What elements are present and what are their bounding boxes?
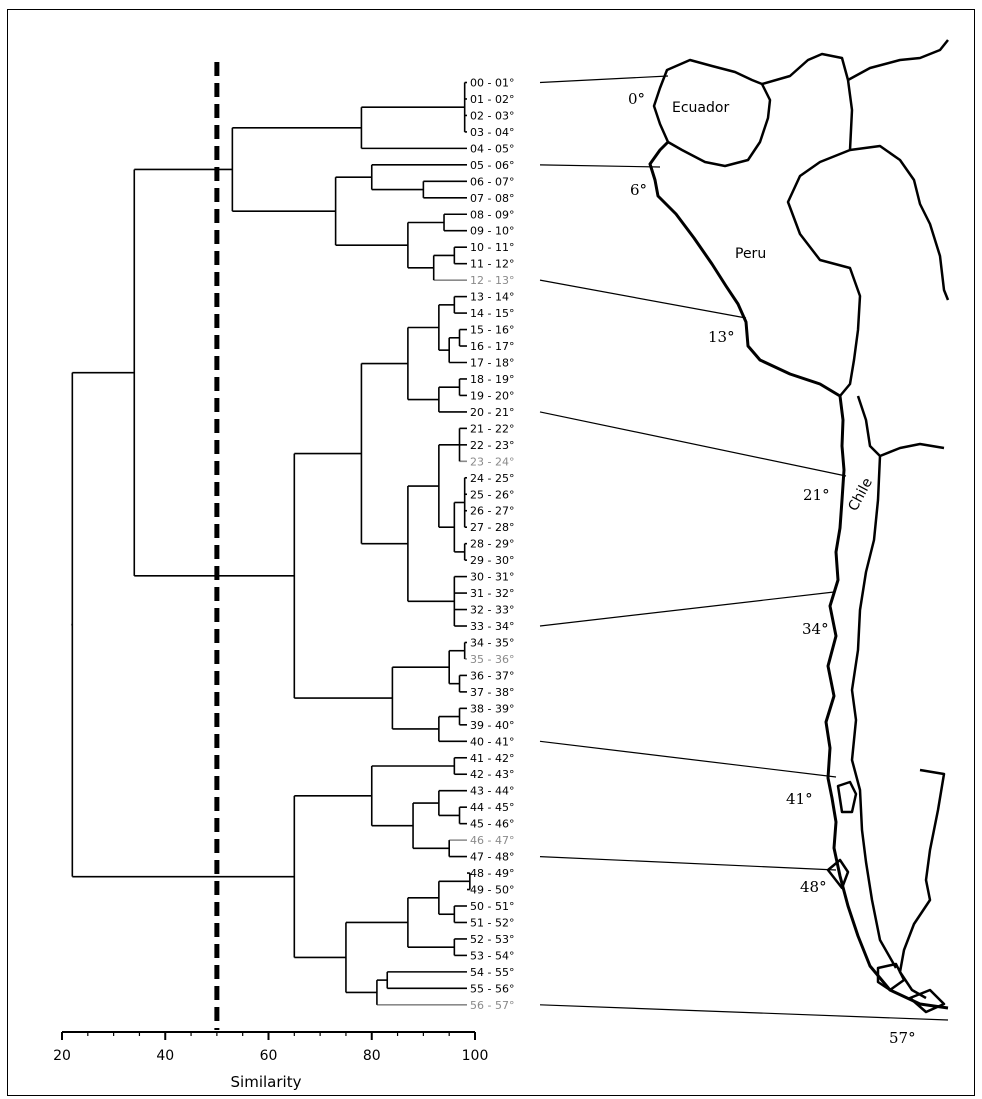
leaf-label: 47 - 48° (470, 851, 514, 864)
leaf-label: 16 - 17° (470, 340, 514, 353)
latitude-connector (539, 411, 847, 477)
leaf-label: 09 - 10° (470, 225, 514, 238)
leaf-label: 18 - 19° (470, 373, 514, 386)
leaf-label: 01 - 02° (470, 93, 514, 106)
leaf-label: 27 - 28° (470, 521, 514, 534)
leaf-label: 55 - 56° (470, 982, 514, 995)
latitude-connector (539, 1004, 949, 1021)
leaf-label: 21 - 22° (470, 422, 514, 435)
leaf-label: 23 - 24° (470, 455, 514, 468)
latitude-connector (539, 164, 661, 168)
leaf-label: 30 - 31° (470, 571, 514, 584)
figure-frame (7, 9, 975, 1096)
leaf-label: 10 - 11° (470, 241, 514, 254)
leaf-labels: 00 - 01° 01 - 02° 02 - 03° 03 - 04° 04 - 05°… (470, 77, 514, 1012)
leaf-label: 13 - 14° (470, 291, 514, 304)
latitude-label: 41° (786, 790, 813, 808)
leaf-label: 53 - 54° (470, 949, 514, 962)
leaf-label: 37 - 38° (470, 686, 514, 699)
leaf-label: 28 - 29° (470, 538, 514, 551)
leaf-label: 35 - 36° (470, 653, 514, 666)
leaf-label: 50 - 51° (470, 900, 514, 913)
country-label-ecuador: Ecuador (672, 100, 729, 116)
pacific-coastline (648, 140, 949, 1010)
southern-islands (826, 858, 946, 1014)
leaf-label: 32 - 33° (470, 604, 514, 617)
axis-tick-label: 20 (53, 1048, 71, 1064)
axis-tick-label: 100 (462, 1048, 489, 1064)
leaf-label: 04 - 05° (470, 142, 514, 155)
leaf-label: 31 - 32° (470, 587, 514, 600)
brazil-border (849, 144, 950, 301)
leaf-label: 34 - 35° (470, 636, 514, 649)
leaf-label: 48 - 49° (470, 867, 514, 880)
leaf-label: 45 - 46° (470, 818, 514, 831)
leaf-label: 05 - 06° (470, 159, 514, 172)
northern-border (847, 39, 949, 82)
latitude-label: 57° (889, 1029, 916, 1047)
leaf-label: 19 - 20° (470, 389, 514, 402)
leaf-label: 26 - 27° (470, 505, 514, 518)
latitude-connector (539, 591, 835, 627)
leaf-label: 24 - 25° (470, 472, 514, 485)
leaf-label: 39 - 40° (470, 719, 514, 732)
chiloe-island (836, 780, 858, 814)
latitude-lines (539, 75, 949, 1021)
leaf-label: 42 - 43° (470, 768, 514, 781)
leaf-label: 15 - 16° (470, 324, 514, 337)
leaf-label: 17 - 18° (470, 356, 514, 369)
leaf-label: 51 - 52° (470, 916, 514, 929)
leaf-label: 54 - 55° (470, 966, 514, 979)
leaf-label: 14 - 15° (470, 307, 514, 320)
leaf-label: 03 - 04° (470, 126, 514, 139)
argentina-coast (898, 768, 946, 1000)
dendrogram (71, 81, 471, 1006)
latitude-connector (539, 855, 837, 871)
country-label-chile: Chile (845, 475, 876, 513)
leaf-label: 49 - 50° (470, 884, 514, 897)
latitude-connector (539, 740, 837, 778)
leaf-label: 08 - 09° (470, 208, 514, 221)
leaf-label: 40 - 41° (470, 735, 514, 748)
leaf-label: 43 - 44° (470, 785, 514, 798)
leaf-label: 46 - 47° (470, 834, 514, 847)
latitude-labels: 0° 6° 13° 21° 34° 41° 48° 57° (628, 90, 916, 1047)
leaf-label: 41 - 42° (470, 752, 514, 765)
leaf-label: 38 - 39° (470, 702, 514, 715)
leaf-label: 20 - 21° (470, 406, 514, 419)
latitude-connector (539, 279, 747, 319)
chile-eastern-border (850, 395, 945, 969)
leaf-label: 11 - 12° (470, 258, 514, 271)
leaf-label: 00 - 01° (470, 77, 514, 90)
leaf-label: 12 - 13° (470, 274, 514, 287)
leaf-label: 06 - 07° (470, 175, 514, 188)
latitude-label: 6° (630, 181, 647, 199)
south-america-map (648, 39, 950, 1014)
leaf-label: 29 - 30° (470, 554, 514, 567)
peru-eastern-border (761, 52, 862, 397)
latitude-label: 48° (800, 878, 827, 896)
axis-tick-label: 40 (156, 1048, 174, 1064)
axis-tick-label: 80 (363, 1048, 381, 1064)
latitude-label: 34° (802, 620, 829, 638)
leaf-label: 22 - 23° (470, 439, 514, 452)
latitude-label: 0° (628, 90, 645, 108)
ecuador-outline (652, 58, 772, 168)
country-label-peru: Peru (735, 246, 766, 262)
axis-tick-label: 60 (260, 1048, 278, 1064)
similarity-axis: 20 40 60 80 100 (53, 1031, 489, 1064)
leaf-label: 56 - 57° (470, 999, 514, 1012)
latitude-label: 21° (803, 486, 830, 504)
leaf-label: 25 - 26° (470, 488, 514, 501)
latitude-connector (539, 75, 669, 84)
leaf-label: 44 - 45° (470, 801, 514, 814)
leaf-label: 07 - 08° (470, 192, 514, 205)
leaf-label: 33 - 34° (470, 620, 514, 633)
leaf-label: 36 - 37° (470, 669, 514, 682)
axis-title: Similarity (231, 1073, 302, 1091)
latitude-label: 13° (708, 328, 735, 346)
leaf-label: 52 - 53° (470, 933, 514, 946)
leaf-label: 02 - 03° (470, 109, 514, 122)
